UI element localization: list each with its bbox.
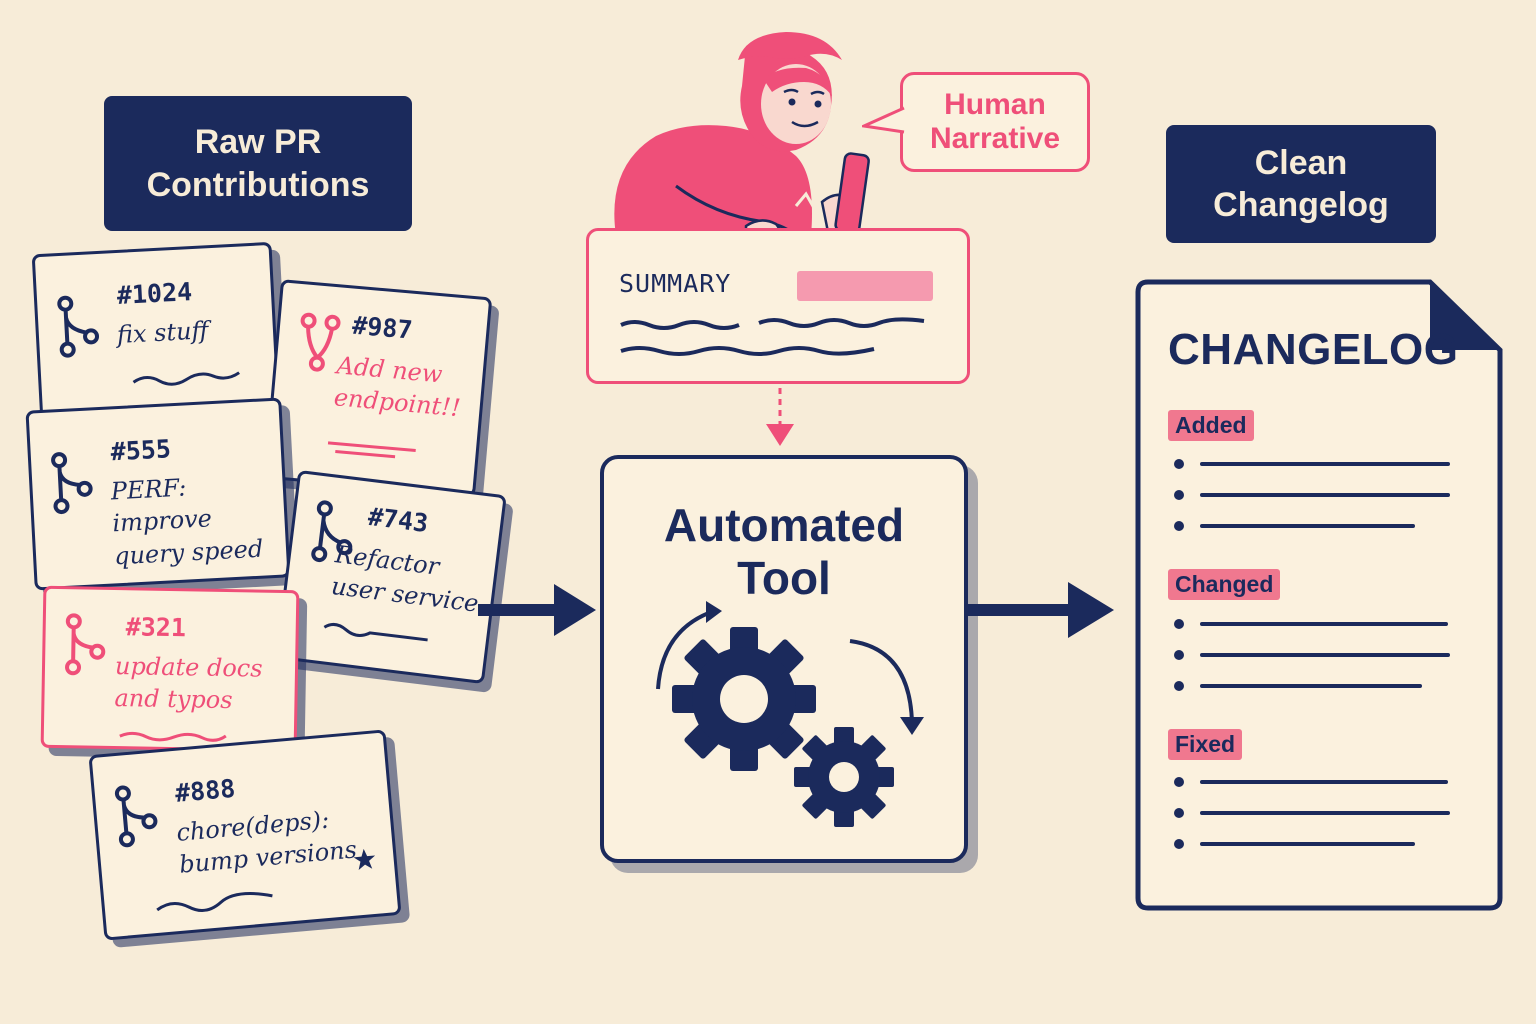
arrow-right-icon — [968, 582, 1114, 638]
bullet-line — [1200, 780, 1448, 784]
bullet-line — [1200, 684, 1422, 688]
bullet-line — [1200, 653, 1450, 657]
bullet — [1174, 808, 1184, 818]
squiggle-underline — [156, 892, 273, 912]
human-narrative-bubble: Human Narrative — [900, 72, 1090, 172]
bullet — [1174, 459, 1184, 469]
git-branch-icon — [114, 785, 158, 848]
automated-tool-box: Automated Tool — [600, 455, 968, 863]
bullet-line — [1200, 493, 1450, 497]
bullet-line — [1200, 524, 1415, 528]
bullet — [1174, 650, 1184, 660]
bullet-line — [1200, 622, 1448, 626]
pr-title: fix stuff — [116, 316, 210, 350]
bullet-line — [1200, 462, 1450, 466]
bullet-line — [1200, 842, 1415, 846]
bubble-tail — [862, 106, 905, 134]
pr-title: Add new endpoint!! — [332, 351, 462, 423]
squiggle-underline — [323, 622, 428, 642]
bullet — [1174, 619, 1184, 629]
summary-label: SUMMARY — [619, 269, 732, 298]
git-branch-icon — [65, 613, 106, 676]
arrow-down-icon — [766, 388, 794, 446]
pr-number: #888 — [173, 773, 237, 808]
git-branch-icon — [311, 500, 353, 563]
section-added: Added — [1168, 410, 1254, 441]
pr-card: #555 PERF: improve query speed — [25, 397, 291, 591]
pr-title: chore(deps): bump versions — [175, 805, 358, 880]
pr-card: #321 update docs and typos — [40, 585, 300, 753]
pr-number: #1024 — [116, 277, 193, 310]
section-changed: Changed — [1168, 569, 1281, 600]
pr-card: #888 chore(deps): bump versions — [88, 729, 402, 941]
pr-title: update docs and typos — [114, 652, 263, 715]
pr-number: #987 — [351, 310, 414, 345]
summary-highlight — [797, 271, 933, 301]
gears-icon — [656, 601, 924, 827]
bullet-line — [1200, 811, 1450, 815]
star-icon — [353, 848, 376, 870]
git-branch-icon — [51, 452, 93, 515]
git-branch-icon — [300, 312, 341, 372]
bullet — [1174, 777, 1184, 787]
section-fixed: Fixed — [1168, 729, 1243, 760]
bullet — [1174, 839, 1184, 849]
bullet — [1174, 521, 1184, 531]
arrow-right-icon — [478, 584, 596, 636]
squiggle-underline — [119, 731, 227, 742]
raw-pr-label: Raw PR Contributions — [104, 96, 412, 231]
squiggle-underline — [327, 441, 416, 459]
summary-text-lines — [620, 317, 925, 356]
pr-number: #321 — [125, 612, 187, 643]
pr-title: PERF: improve query speed — [110, 473, 264, 571]
pr-card: #987 Add new endpoint!! — [263, 279, 493, 497]
changelog-title: CHANGELOG — [1168, 325, 1459, 374]
bullet — [1174, 681, 1184, 691]
squiggle-underline — [132, 371, 240, 386]
git-branch-icon — [57, 295, 100, 358]
pr-number: #555 — [109, 434, 172, 467]
bullet — [1174, 490, 1184, 500]
summary-card: SUMMARY — [586, 228, 970, 384]
pr-card: #1024 fix stuff — [31, 241, 281, 427]
tool-title: Automated Tool — [663, 499, 905, 604]
pr-card: #743 Refactor user service — [275, 469, 507, 685]
pr-number: #743 — [366, 501, 430, 539]
pr-title: Refactor user service — [329, 540, 480, 619]
clean-changelog-label: Clean Changelog — [1166, 125, 1436, 243]
